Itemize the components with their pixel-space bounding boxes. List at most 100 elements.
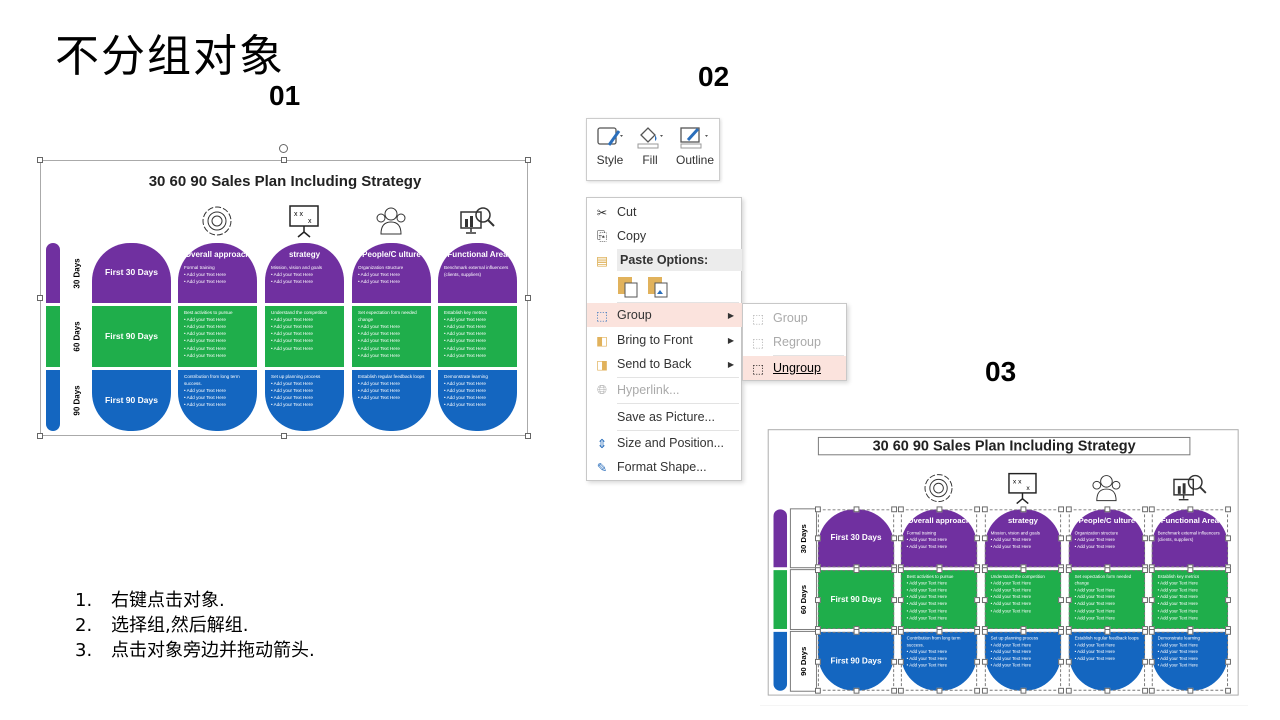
- resize-handle[interactable]: [1065, 506, 1072, 513]
- resize-handle[interactable]: [1104, 687, 1110, 694]
- resize-handle[interactable]: [936, 506, 942, 513]
- resize-handle[interactable]: [1148, 506, 1155, 513]
- resize-handle[interactable]: [1148, 687, 1155, 694]
- resize-handle[interactable]: [853, 506, 859, 513]
- resize-handle[interactable]: [1065, 687, 1072, 694]
- resize-handle[interactable]: [1225, 687, 1231, 694]
- resize-handle[interactable]: [1065, 596, 1072, 603]
- resize-handle[interactable]: [525, 433, 531, 439]
- resize-handle[interactable]: [981, 628, 988, 635]
- resize-handle[interactable]: [1225, 535, 1231, 542]
- resize-handle[interactable]: [1104, 628, 1110, 635]
- resize-handle[interactable]: [815, 687, 821, 694]
- resize-handle[interactable]: [1142, 506, 1148, 513]
- resize-handle[interactable]: [1058, 658, 1064, 665]
- resize-handle[interactable]: [815, 535, 821, 542]
- resize-handle[interactable]: [37, 157, 43, 163]
- resize-handle[interactable]: [853, 628, 859, 635]
- resize-handle[interactable]: [891, 658, 898, 665]
- resize-handle[interactable]: [891, 567, 898, 574]
- resize-handle[interactable]: [974, 506, 981, 513]
- rotate-handle[interactable]: [279, 144, 288, 153]
- menu-item-cut[interactable]: ✂Cut: [587, 200, 742, 224]
- resize-handle[interactable]: [1148, 596, 1155, 603]
- paste-keep-formatting-icon[interactable]: [617, 274, 639, 298]
- resize-handle[interactable]: [815, 658, 821, 665]
- fill-button[interactable]: Fill: [630, 123, 670, 167]
- resize-handle[interactable]: [37, 433, 43, 439]
- menu-item-copy[interactable]: ⎘Copy: [587, 224, 742, 248]
- resize-handle[interactable]: [1020, 567, 1026, 574]
- resize-handle[interactable]: [1142, 628, 1148, 635]
- resize-handle[interactable]: [1058, 628, 1064, 635]
- resize-handle[interactable]: [897, 596, 904, 603]
- resize-handle[interactable]: [1142, 596, 1148, 603]
- resize-handle[interactable]: [936, 628, 942, 635]
- resize-handle[interactable]: [981, 506, 988, 513]
- resize-handle[interactable]: [1058, 506, 1064, 513]
- resize-handle[interactable]: [815, 628, 821, 635]
- resize-handle[interactable]: [1065, 628, 1072, 635]
- resize-handle[interactable]: [815, 567, 821, 574]
- resize-handle[interactable]: [1020, 628, 1026, 635]
- menu-item-group[interactable]: ⬚Group▶: [587, 303, 742, 327]
- resize-handle[interactable]: [897, 628, 904, 635]
- resize-handle[interactable]: [1065, 567, 1072, 574]
- resize-handle[interactable]: [1058, 687, 1064, 694]
- resize-handle[interactable]: [1065, 658, 1072, 665]
- resize-handle[interactable]: [1058, 567, 1064, 574]
- resize-handle[interactable]: [974, 535, 981, 542]
- submenu-item-ungroup[interactable]: ⬚Ungroup: [743, 356, 846, 380]
- menu-item-size-and-position[interactable]: ⇕Size and Position...: [587, 431, 742, 455]
- resize-handle[interactable]: [1148, 658, 1155, 665]
- resize-handle[interactable]: [936, 567, 942, 574]
- resize-handle[interactable]: [525, 157, 531, 163]
- resize-handle[interactable]: [1187, 506, 1193, 513]
- resize-handle[interactable]: [974, 687, 981, 694]
- menu-item-send-to-back[interactable]: ◨Send to Back▶: [587, 352, 742, 376]
- resize-handle[interactable]: [1104, 567, 1110, 574]
- resize-handle[interactable]: [1020, 506, 1026, 513]
- resize-handle[interactable]: [897, 687, 904, 694]
- resize-handle[interactable]: [981, 658, 988, 665]
- resize-handle[interactable]: [815, 596, 821, 603]
- resize-handle[interactable]: [1225, 596, 1231, 603]
- resize-handle[interactable]: [981, 567, 988, 574]
- resize-handle[interactable]: [853, 687, 859, 694]
- outline-button[interactable]: Outline: [673, 123, 717, 167]
- resize-handle[interactable]: [897, 658, 904, 665]
- resize-handle[interactable]: [974, 567, 981, 574]
- resize-handle[interactable]: [974, 596, 981, 603]
- resize-handle[interactable]: [974, 658, 981, 665]
- resize-handle[interactable]: [1187, 567, 1193, 574]
- resize-handle[interactable]: [1142, 535, 1148, 542]
- resize-handle[interactable]: [1142, 567, 1148, 574]
- resize-handle[interactable]: [1148, 567, 1155, 574]
- resize-handle[interactable]: [1065, 535, 1072, 542]
- resize-handle[interactable]: [974, 628, 981, 635]
- resize-handle[interactable]: [1225, 658, 1231, 665]
- resize-handle[interactable]: [1020, 687, 1026, 694]
- resize-handle[interactable]: [281, 433, 287, 439]
- resize-handle[interactable]: [981, 687, 988, 694]
- resize-handle[interactable]: [891, 535, 898, 542]
- resize-handle[interactable]: [1148, 628, 1155, 635]
- resize-handle[interactable]: [37, 295, 43, 301]
- resize-handle[interactable]: [1225, 506, 1231, 513]
- style-button[interactable]: Style: [590, 123, 630, 167]
- resize-handle[interactable]: [815, 506, 821, 513]
- resize-handle[interactable]: [1104, 506, 1110, 513]
- resize-handle[interactable]: [897, 506, 904, 513]
- resize-handle[interactable]: [897, 535, 904, 542]
- resize-handle[interactable]: [891, 628, 898, 635]
- resize-handle[interactable]: [897, 567, 904, 574]
- menu-item-format-shape[interactable]: ✎Format Shape...: [587, 455, 742, 479]
- resize-handle[interactable]: [1058, 535, 1064, 542]
- resize-handle[interactable]: [981, 596, 988, 603]
- resize-handle[interactable]: [1187, 628, 1193, 635]
- resize-handle[interactable]: [1225, 567, 1231, 574]
